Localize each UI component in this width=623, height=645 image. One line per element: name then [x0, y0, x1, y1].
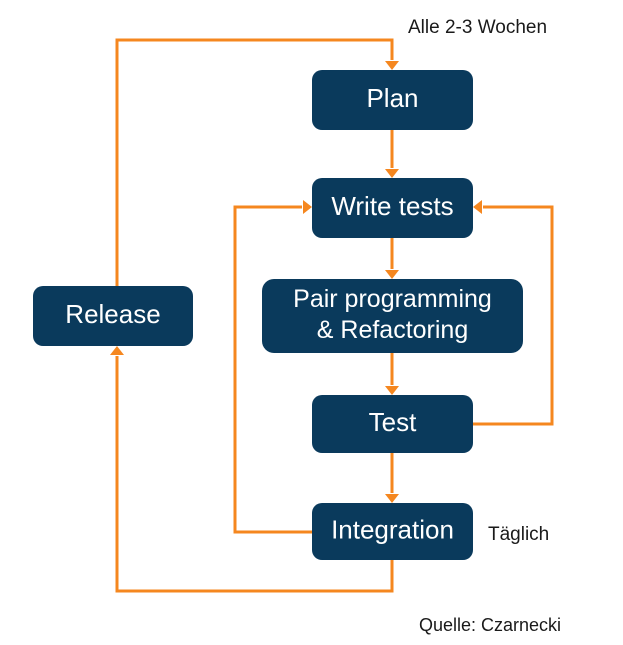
node-release[interactable]: Release: [33, 286, 193, 346]
node-shape: [312, 70, 473, 130]
annotation-source: Quelle: Czarnecki: [419, 615, 561, 635]
connector-release-to-plan: [115, 38, 399, 286]
node-shape: [33, 286, 193, 346]
connector-line: [115, 356, 394, 593]
connector-integration-to-release: [110, 346, 394, 593]
connector-integration-back-to-write-tests: [233, 200, 312, 534]
connector-test-back-to-write-tests: [473, 200, 554, 426]
connector-write-tests-to-pair: [385, 238, 399, 279]
annotation-cycle-weeks: Alle 2-3 Wochen: [408, 17, 547, 38]
node-shape: [312, 503, 473, 560]
node-label: & Refactoring: [317, 316, 468, 344]
arrow-head-icon: [385, 494, 399, 503]
node-pair-programming[interactable]: Pair programming & Refactoring: [262, 279, 523, 353]
node-label: Pair programming: [293, 285, 492, 313]
node-write-tests[interactable]: Write tests: [312, 178, 473, 238]
arrow-head-icon: [385, 61, 399, 70]
arrow-head-icon: [385, 169, 399, 178]
connector-line: [233, 205, 312, 534]
arrow-head-icon: [303, 200, 312, 214]
node-label: Integration: [331, 514, 454, 544]
node-integration[interactable]: Integration: [312, 503, 473, 560]
node-test[interactable]: Test: [312, 395, 473, 453]
connector-line: [115, 38, 394, 286]
node-shape: [312, 395, 473, 453]
annotation-cycle-daily: Täglich: [488, 524, 549, 545]
arrow-head-icon: [110, 346, 124, 355]
connector-test-to-integration: [385, 453, 399, 503]
arrow-head-icon: [385, 270, 399, 279]
node-label: Plan: [366, 83, 418, 113]
node-shape: [312, 178, 473, 238]
node-plan[interactable]: Plan: [312, 70, 473, 130]
connectors-layer: [110, 38, 554, 593]
node-shape: [262, 279, 523, 353]
connector-plan-to-write-tests: [385, 130, 399, 178]
arrow-head-icon: [385, 386, 399, 395]
connector-pair-to-test: [385, 353, 399, 395]
node-label: Release: [65, 299, 160, 329]
node-label: Write tests: [331, 191, 453, 221]
arrow-head-icon: [473, 200, 482, 214]
connector-line: [473, 205, 554, 426]
node-label: Test: [369, 407, 417, 437]
